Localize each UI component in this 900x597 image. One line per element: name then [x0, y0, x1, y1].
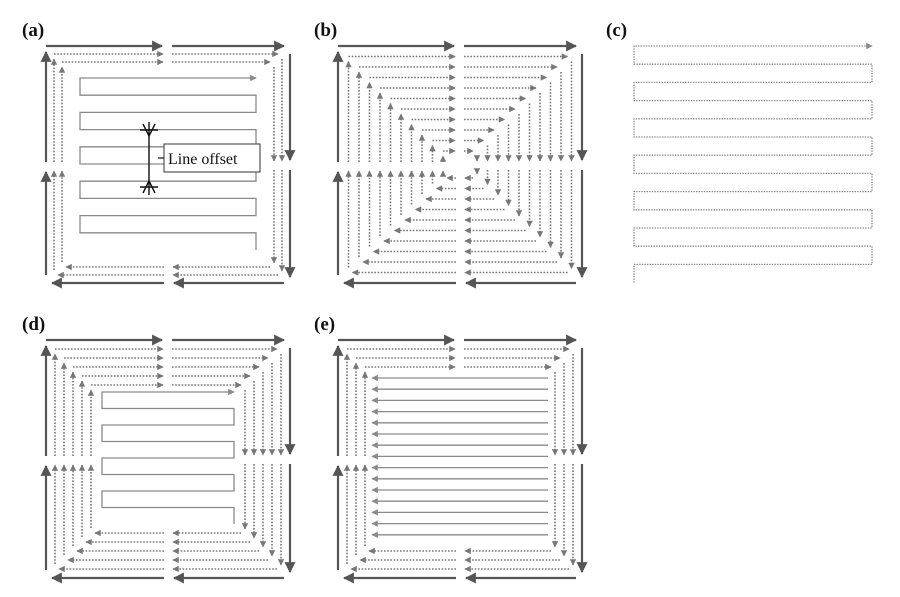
panel-c: (c) [606, 20, 873, 283]
panel-a-paths [40, 40, 296, 289]
panel-c-label: (c) [606, 20, 627, 41]
panel-d-paths [40, 334, 296, 584]
panel-c-paths [633, 42, 873, 283]
panel-d: (d) [22, 314, 296, 584]
zigzag-fill [101, 388, 235, 524]
panel-e: (e) [314, 314, 588, 584]
line-offset-label: Line offset [168, 151, 238, 168]
panel-b-paths [332, 40, 588, 289]
line-offset-callout: Line offset [140, 122, 261, 195]
panel-a: (a) Line offset [22, 20, 296, 289]
panel-b-label: (b) [314, 20, 337, 41]
panel-d-label: (d) [22, 314, 45, 335]
zigzag-fill [633, 42, 873, 283]
zigzag-fill [79, 74, 257, 250]
panel-b: (b) [314, 20, 588, 289]
panel-e-label: (e) [314, 314, 335, 335]
panel-a-label: (a) [22, 20, 44, 41]
panel-e-paths [332, 334, 588, 584]
